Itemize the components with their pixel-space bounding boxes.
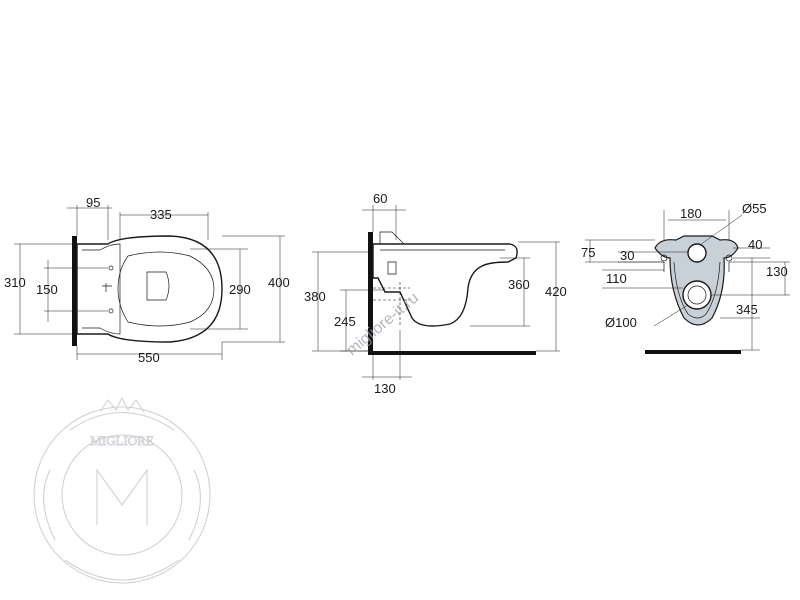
dim-40: 40 [748,237,762,252]
dim-phi55: Ø55 [742,201,767,216]
dim-420: 420 [545,284,567,299]
dim-75: 75 [581,245,595,260]
bowl-outline-top [76,235,223,343]
dim-95: 95 [86,195,100,210]
dim-180: 180 [680,206,702,221]
brand-crest-watermark: MIGLIORE [33,396,211,584]
dim-310: 310 [4,275,26,290]
dim-130-front: 130 [766,264,788,279]
dim-550: 550 [138,350,160,365]
crest-label: MIGLIORE [90,433,154,448]
dim-360: 360 [508,277,530,292]
floor-front-view [645,350,741,354]
dim-335: 335 [150,207,172,222]
side-view: 60 380 245 360 420 130 migliore-it.ru [304,191,567,396]
dim-345: 345 [736,302,758,317]
floor-side-view [368,351,536,355]
top-view: 95 335 310 150 290 400 550 [4,195,290,365]
dim-150: 150 [36,282,58,297]
bowl-profile-side [372,243,518,327]
dim-400: 400 [268,275,290,290]
flush-inlet-55 [687,243,707,263]
waste-outlet-100 [682,280,712,310]
wall-side-view [368,232,373,352]
dim-290: 290 [229,282,251,297]
dim-380: 380 [304,289,326,304]
front-view: 180 Ø55 75 30 40 110 130 345 Ø100 [581,201,790,354]
dim-30: 30 [620,248,634,263]
dim-110: 110 [606,271,627,286]
dim-130: 130 [374,381,396,396]
dim-phi100: Ø100 [605,315,637,330]
dim-245: 245 [334,314,356,329]
dim-60: 60 [373,191,387,206]
wall-top-view [72,236,77,346]
